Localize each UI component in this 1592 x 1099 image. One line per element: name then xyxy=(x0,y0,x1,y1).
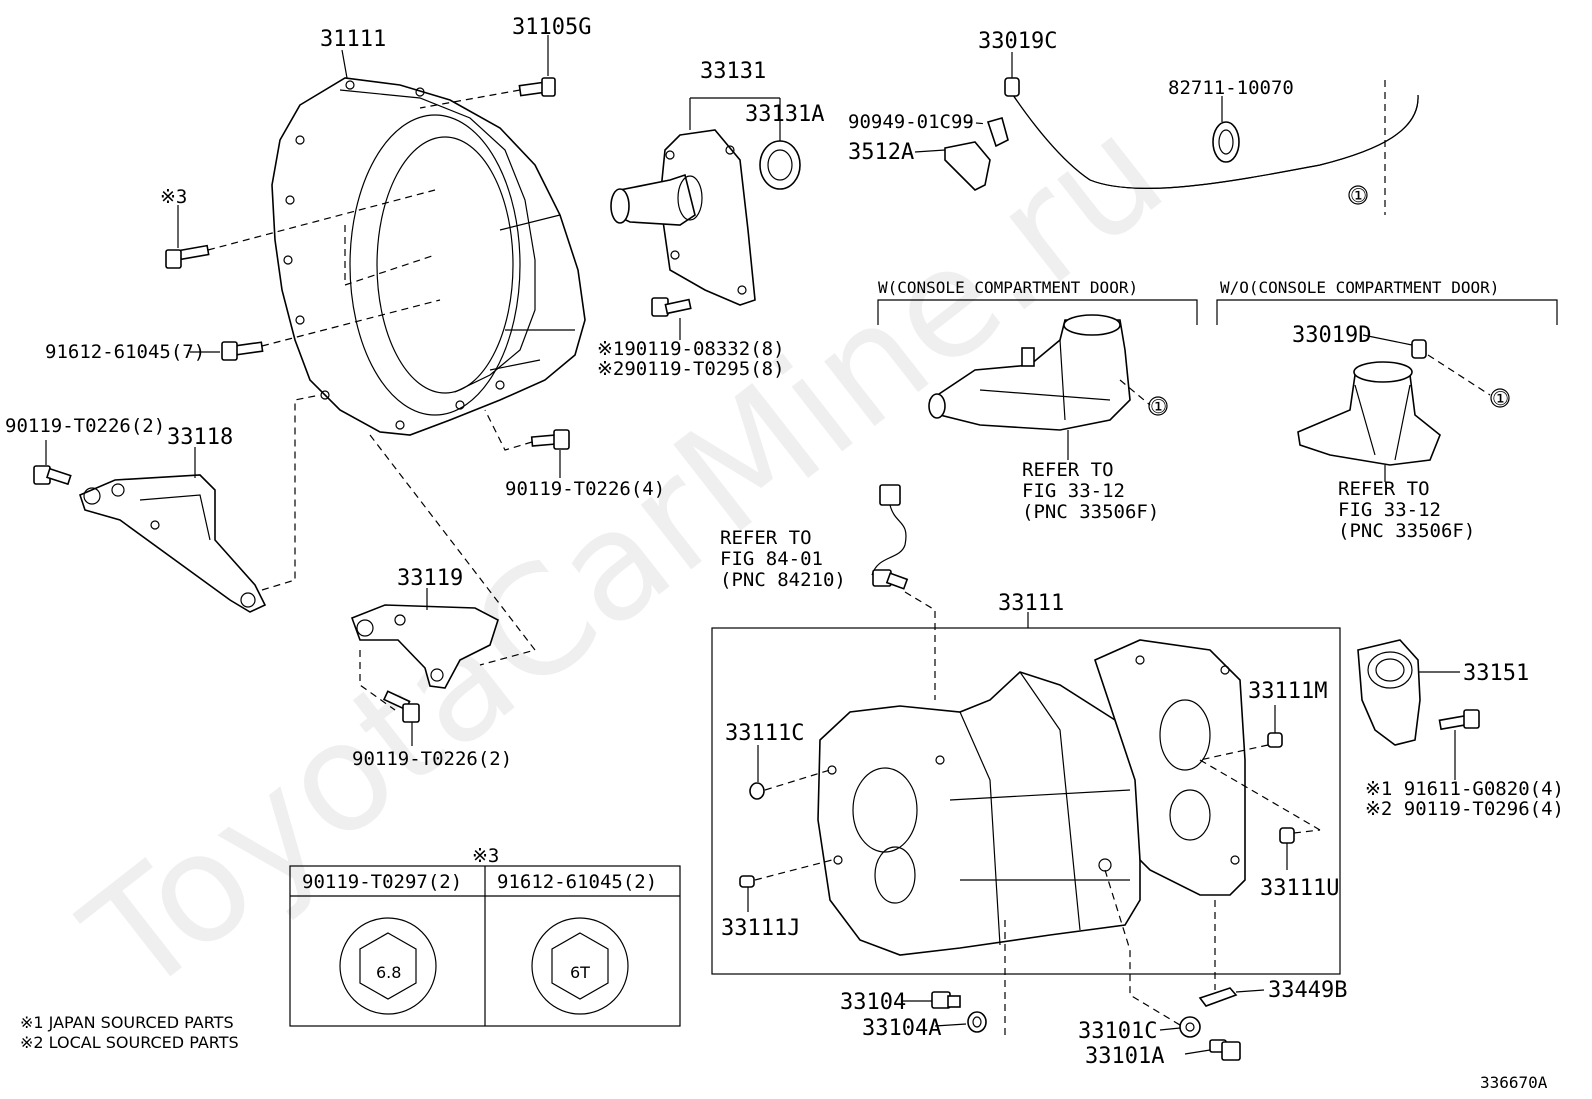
label-190119-08332: ※190119-08332(8) xyxy=(597,338,785,360)
bolt-table-col2-mark: 6T xyxy=(570,963,590,982)
extension-housing-wo xyxy=(1297,339,1441,466)
label-w-console: W(CONSOLE COMPARTMENT DOOR) xyxy=(878,278,1138,297)
pin-33111C xyxy=(749,782,765,800)
figure-code: 336670A xyxy=(1480,1073,1548,1092)
oil-seal-33131A xyxy=(759,140,801,190)
label-33118: 33118 xyxy=(167,425,233,450)
gasket-33104A xyxy=(967,1011,987,1033)
label-82711-10070: 82711-10070 xyxy=(1168,77,1294,99)
label-33019D: 33019D xyxy=(1292,323,1371,348)
bolt-90119-left xyxy=(33,465,72,486)
label-33449B: 33449B xyxy=(1268,978,1347,1003)
refer-b-line1: REFER TO xyxy=(1338,478,1430,500)
bolt-90119-mid xyxy=(530,429,570,450)
label-33111M: 33111M xyxy=(1248,679,1327,704)
bolt-90119-08332 xyxy=(651,297,692,317)
refer-c-line3: (PNC 84210) xyxy=(720,569,846,591)
label-91611-G0820: ※1 91611-G0820(4) xyxy=(1365,778,1564,800)
refer-b-line3: (PNC 33506F) xyxy=(1338,520,1475,542)
bolt-table-note: ※3 xyxy=(472,845,499,867)
refer-b-line2: FIG 33-12 xyxy=(1338,499,1441,521)
refer-c-line2: FIG 84-01 xyxy=(720,548,823,570)
extension-housing-w xyxy=(928,314,1131,431)
label-33111-mid: 33111 xyxy=(998,591,1064,616)
footnote-japan: ※1 JAPAN SOURCED PARTS xyxy=(20,1013,234,1032)
bracket-33119 xyxy=(350,604,499,689)
plug-33104 xyxy=(931,991,961,1009)
circle-ref-1-wo: ① xyxy=(1492,388,1509,410)
label-90119-T0296: ※2 90119-T0296(4) xyxy=(1365,798,1564,820)
refer-c-line1: REFER TO xyxy=(720,527,812,549)
bolt-91612 xyxy=(221,341,264,361)
label-x3: ※3 xyxy=(160,186,187,208)
bolt-x3 xyxy=(165,244,210,269)
label-33104: 33104 xyxy=(840,990,906,1015)
bolt-table-col1-mark: 6.8 xyxy=(376,963,401,982)
bracket-33118 xyxy=(79,474,267,613)
label-90949-01C99: 90949-01C99 xyxy=(848,111,974,133)
label-33019C: 33019C xyxy=(978,29,1057,54)
refer-a-line1: REFER TO xyxy=(1022,459,1114,481)
circle-ref-1-top: ① xyxy=(1350,185,1367,207)
gasket-33101C xyxy=(1179,1016,1201,1038)
label-33104A: 33104A xyxy=(862,1016,941,1041)
breather-hose xyxy=(1004,77,1419,190)
refer-a-line2: FIG 33-12 xyxy=(1022,480,1125,502)
label-33101A: 33101A xyxy=(1085,1044,1164,1069)
label-90119-T0226-4: 90119-T0226(4) xyxy=(505,478,665,500)
cover-plate-33131 xyxy=(610,129,756,306)
label-31111-top: 31111 xyxy=(320,27,386,52)
label-290119-T0295: ※290119-T0295(8) xyxy=(597,358,785,380)
clip-82711 xyxy=(1212,121,1240,163)
bearing-retainer-33151 xyxy=(1357,639,1421,746)
bolt-90119-lower xyxy=(382,690,420,723)
label-90119-T0226-2-left: 90119-T0226(2) xyxy=(5,415,165,437)
refer-a-line3: (PNC 33506F) xyxy=(1022,501,1159,523)
plug-33101A xyxy=(1209,1039,1241,1061)
label-3512A: 3512A xyxy=(848,140,914,165)
label-33111J: 33111J xyxy=(721,916,800,941)
pin-33111J xyxy=(739,875,755,888)
pin-33111U xyxy=(1279,827,1295,844)
label-33111C: 33111C xyxy=(725,721,804,746)
circle-ref-1-w: ① xyxy=(1150,396,1167,418)
bolt-table-col2-header: 91612-61045(2) xyxy=(497,871,657,893)
label-wo-console: W/O(CONSOLE COMPARTMENT DOOR) xyxy=(1220,278,1499,297)
transmission-case xyxy=(817,671,1141,956)
bell-housing-part xyxy=(271,77,586,436)
footnote-local: ※2 LOCAL SOURCED PARTS xyxy=(20,1033,239,1052)
label-33131A: 33131A xyxy=(745,102,824,127)
label-33131: 33131 xyxy=(700,59,766,84)
pin-33111M xyxy=(1267,732,1283,748)
case-group-frame xyxy=(711,627,1341,975)
sensor-switch xyxy=(871,484,909,590)
bolt-31105G xyxy=(518,77,556,97)
adapter-plate xyxy=(1094,639,1246,896)
bolt-91611 xyxy=(1438,709,1480,731)
label-33111U: 33111U xyxy=(1260,876,1339,901)
label-33151: 33151 xyxy=(1463,661,1529,686)
label-90119-T0226-2-lower: 90119-T0226(2) xyxy=(352,748,512,770)
label-33119: 33119 xyxy=(397,566,463,591)
label-31105G: 31105G xyxy=(512,15,591,40)
clip-90949 xyxy=(986,117,1009,148)
bolt-table-col1-header: 90119-T0297(2) xyxy=(302,871,462,893)
bolt-head-table xyxy=(289,865,681,1027)
label-91612-61045-7: 91612-61045(7) xyxy=(45,341,205,363)
part-33449B xyxy=(1198,987,1238,1007)
label-33101C: 33101C xyxy=(1078,1019,1157,1044)
bracket-3512A xyxy=(944,141,991,191)
